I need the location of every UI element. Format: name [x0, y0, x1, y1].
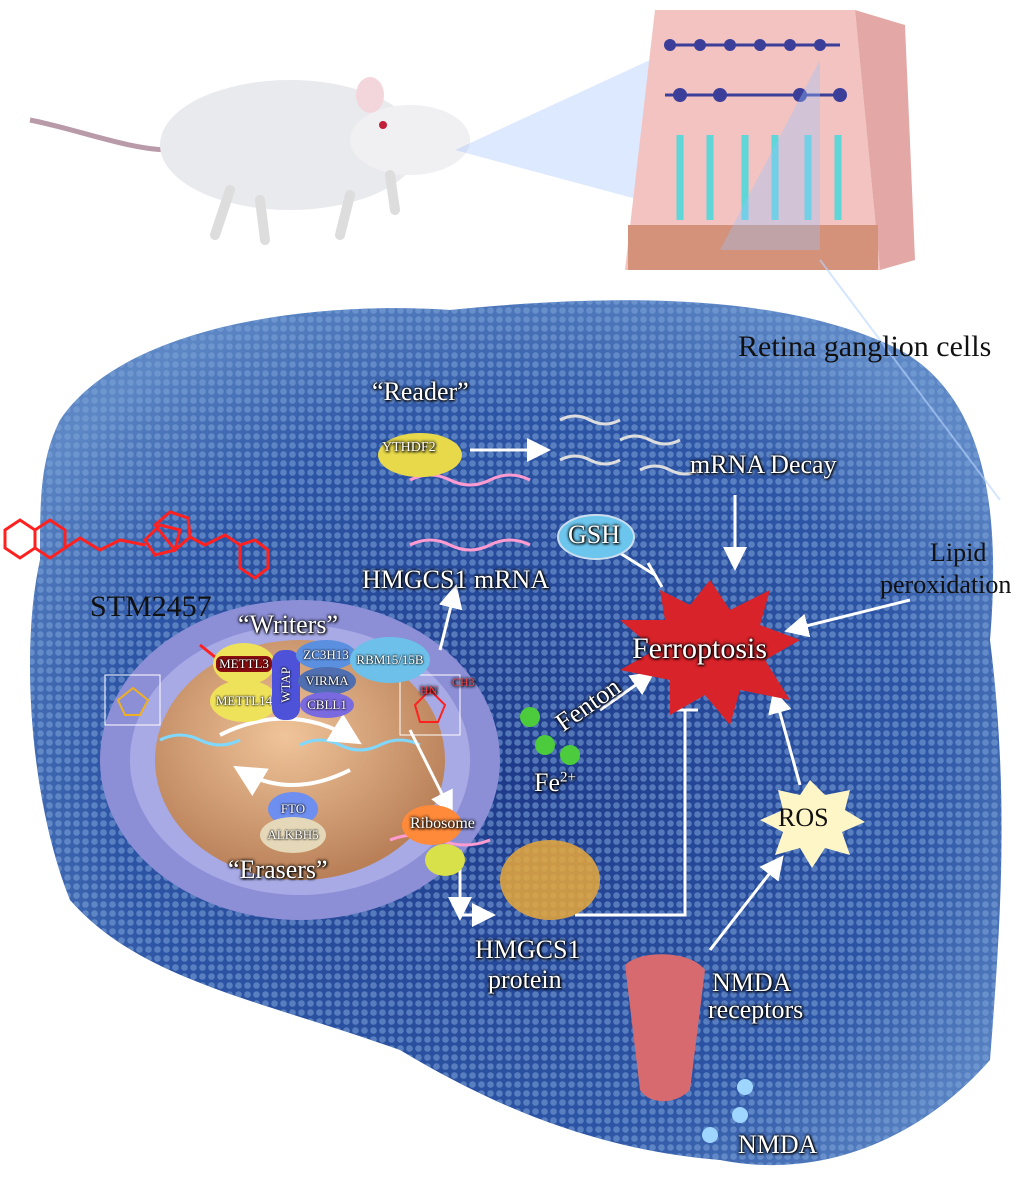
ferroptosis-label: Ferroptosis	[632, 632, 767, 665]
fe-text: Fe	[534, 768, 560, 797]
nmda-receptors-label-1: NMDA	[712, 968, 792, 997]
hmgcs1-protein-label-1: HMGCS1	[475, 935, 581, 964]
alkbh5-label: ALKBH5	[267, 827, 319, 842]
stm2457-label: STM2457	[90, 590, 212, 623]
peroxidation-label: peroxidation	[880, 570, 1012, 599]
mettl3-complex: METTL3	[213, 643, 275, 685]
gsh-label: GSH	[568, 520, 621, 549]
zc3h13-complex: ZC3H13	[296, 640, 356, 670]
rbm15-label: RBM15/15B	[356, 652, 424, 667]
hmgcs1-protein-label-2: protein	[488, 965, 562, 994]
fe-superscript: 2+	[560, 769, 576, 786]
zc3h13-label: ZC3H13	[303, 647, 349, 662]
hmgcs1-protein-structure	[500, 840, 600, 920]
retina-block	[625, 10, 915, 270]
erasers-label: “Erasers”	[228, 855, 328, 884]
cbll1-label: CBLL1	[307, 697, 347, 712]
wtap-complex: WTAP	[272, 650, 300, 720]
nmda-receptors-label-2: receptors	[708, 995, 804, 1024]
mettl14-complex: METTL14	[210, 680, 278, 722]
lipid-label: Lipid	[930, 538, 987, 567]
nmda-label: NMDA	[738, 1130, 818, 1159]
mettl14-label: METTL14	[215, 693, 273, 708]
hn-label: HN	[420, 683, 438, 697]
writers-label: “Writers”	[238, 610, 339, 639]
ros-burst	[760, 780, 865, 868]
ythdf2-label: YTHDF2	[382, 440, 436, 455]
cbll1-complex: CBLL1	[300, 692, 354, 718]
retina-ganglion-cells-label: Retina ganglion cells	[738, 330, 992, 363]
mrna-decay-label: mRNA Decay	[690, 450, 837, 479]
ch3-label: CH3	[452, 675, 475, 689]
ros-label: ROS	[778, 803, 829, 832]
stm2457-structure	[3, 510, 270, 580]
virma-label: VIRMA	[305, 673, 349, 688]
fto-label: FTO	[280, 801, 306, 816]
virma-complex: VIRMA	[298, 667, 356, 695]
rbm15-complex: RBM15/15B	[350, 637, 430, 683]
gsh-ellipse	[557, 514, 635, 560]
reader-label: “Reader”	[372, 377, 469, 406]
fe-label: Fe2+	[534, 768, 576, 798]
wtap-label: WTAP	[278, 667, 293, 703]
hmgcs1-mrna-label: HMGCS1 mRNA	[362, 565, 550, 594]
ferroptosis-burst	[620, 580, 800, 725]
nmda-receptor	[625, 954, 705, 1102]
mettl3-label: METTL3	[216, 656, 272, 672]
ribosome-label: Ribosome	[410, 815, 475, 832]
alkbh5-complex: ALKBH5	[260, 817, 326, 853]
